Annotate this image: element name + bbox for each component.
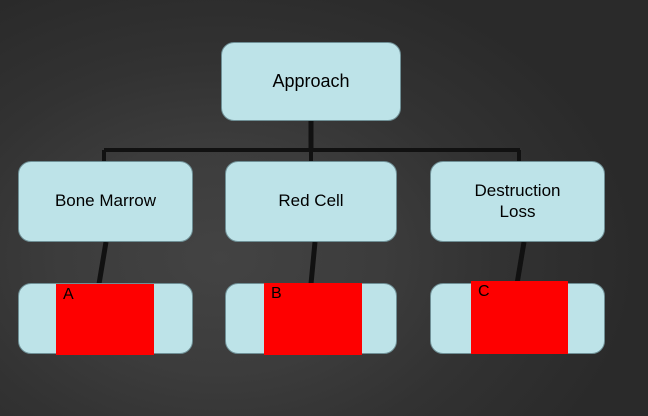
connector-bone-to-leaf-a xyxy=(96,241,109,285)
redaction-rect-b[interactable]: B xyxy=(264,283,362,355)
node-red-cell[interactable]: Red Cell xyxy=(225,161,397,242)
redaction-tag-b: B xyxy=(271,285,282,302)
redaction-rect-c[interactable]: C xyxy=(471,281,568,354)
node-red-cell-label: Red Cell xyxy=(278,191,344,211)
node-destruction-loss[interactable]: Destruction Loss xyxy=(430,161,605,242)
node-destruction-loss-label: Destruction Loss xyxy=(474,180,561,221)
connector-redcell-to-leaf-b xyxy=(308,241,318,285)
node-approach-label: Approach xyxy=(272,70,350,91)
redaction-rect-a[interactable]: A xyxy=(56,284,154,355)
connector-destruction-to-leaf-c xyxy=(514,241,527,285)
redaction-tag-c: C xyxy=(478,283,490,300)
node-bone-marrow-label: Bone Marrow xyxy=(54,191,157,211)
node-approach[interactable]: Approach xyxy=(221,42,401,121)
node-bone-marrow[interactable]: Bone Marrow xyxy=(18,161,193,242)
redaction-tag-a: A xyxy=(63,286,74,303)
